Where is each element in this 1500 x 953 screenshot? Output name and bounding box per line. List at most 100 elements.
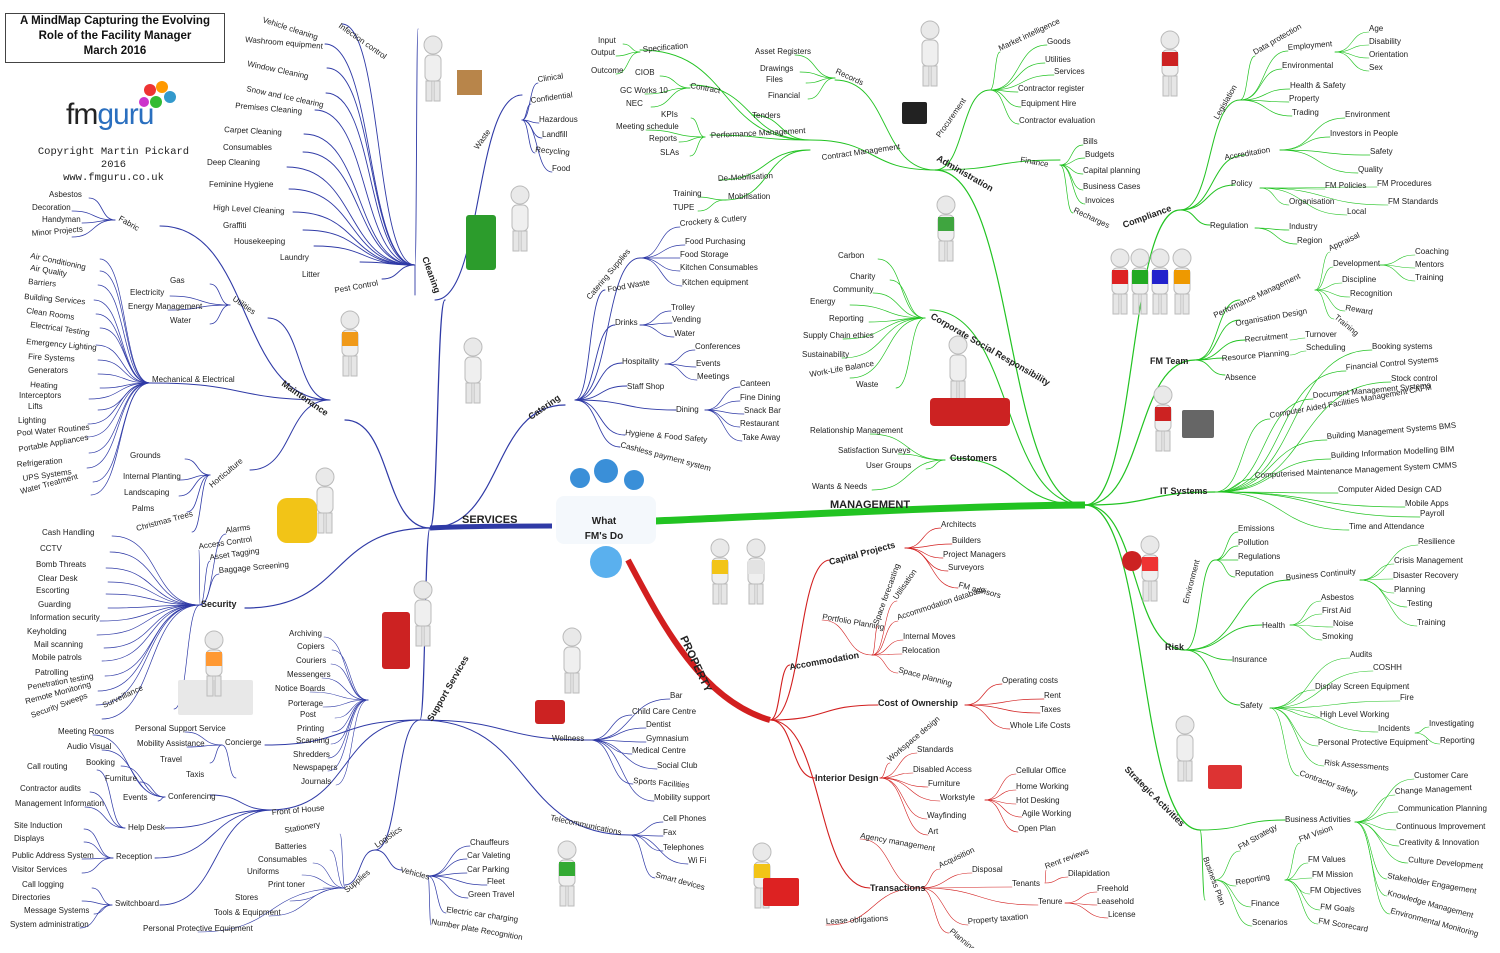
- connector-line: [340, 834, 345, 888]
- node-business-activities: Business Activities: [1285, 815, 1351, 824]
- node-gc-works-10: GC Works 10: [620, 86, 668, 95]
- node-contractor-safety: Contractor safety: [1298, 768, 1358, 797]
- connector-layer: [72, 24, 1440, 933]
- connector-line: [770, 705, 878, 720]
- connector-line: [873, 293, 925, 318]
- node-social-club: Social Club: [657, 761, 698, 770]
- first-aid-kit-icon: [535, 700, 565, 724]
- node-tenders: Tenders: [752, 111, 780, 120]
- doctor-illustration: [563, 628, 581, 693]
- node-fm-objectives: FM Objectives: [1310, 886, 1361, 895]
- node-car-valeting: Car Valeting: [467, 851, 510, 860]
- connector-line: [415, 29, 418, 265]
- node-canteen: Canteen: [740, 379, 770, 388]
- connector-line: [920, 887, 1012, 888]
- node-lifts: Lifts: [28, 402, 43, 411]
- node-tenants: Tenants: [1012, 879, 1040, 888]
- node-crockery-and-cutlery: Crockery & Cutlery: [679, 213, 747, 228]
- node-reception: Reception: [116, 852, 152, 861]
- node-reporting: Reporting: [1440, 736, 1475, 745]
- node-what: What: [592, 516, 617, 527]
- node-specification: Specification: [642, 41, 688, 54]
- node-tupe: TUPE: [673, 203, 694, 212]
- node-information-security: Information security: [30, 613, 100, 622]
- node-leasehold: Leasehold: [1097, 897, 1134, 906]
- connector-line: [705, 401, 740, 410]
- connector-line: [1215, 851, 1240, 880]
- connector-line: [905, 548, 948, 571]
- title-line-3: March 2016: [6, 44, 224, 59]
- node-input: Input: [598, 36, 617, 45]
- connector-line: [1085, 360, 1195, 505]
- node-building-services: Building Services: [24, 292, 86, 306]
- connector-line: [89, 198, 115, 220]
- recycle-bin-icon: [466, 215, 496, 270]
- csr-person-illustration: [937, 196, 955, 261]
- node-bar: Bar: [670, 691, 683, 700]
- node-testing: Testing: [1407, 599, 1432, 608]
- node-orientation: Orientation: [1369, 50, 1408, 59]
- connector-line: [199, 550, 200, 605]
- node-resilience: Resilience: [1418, 537, 1455, 546]
- title-box: A MindMap Capturing the Evolving Role of…: [5, 13, 225, 63]
- connector-line: [1185, 625, 1262, 650]
- connector-line: [640, 258, 680, 271]
- connector-line: [90, 792, 125, 828]
- connector-line: [82, 901, 112, 905]
- node-baggage-screening: Baggage Screening: [218, 560, 289, 575]
- connector-line: [1285, 843, 1300, 880]
- node-contract-management: Contract Management: [821, 142, 901, 162]
- node-satisfaction-surveys: Satisfaction Surveys: [838, 446, 910, 455]
- node-reporting: Reporting: [1235, 872, 1271, 887]
- logo-part-fm: fm: [66, 98, 97, 131]
- services-trunk: [430, 526, 552, 528]
- node-mobility-support: Mobility support: [654, 793, 711, 802]
- connector-line: [665, 364, 697, 380]
- node-resource-planning: Resource Planning: [1221, 348, 1289, 363]
- node-user-groups: User Groups: [866, 461, 911, 470]
- connector-line: [1215, 532, 1238, 560]
- node-electrical-testing: Electrical Testing: [30, 320, 91, 337]
- node-consumables: Consumables: [258, 855, 307, 864]
- book-icon: [1208, 765, 1242, 789]
- node-transactions: Transactions: [870, 883, 926, 893]
- handshake-person-illustration: [949, 336, 967, 401]
- node-rent-reviews: Rent reviews: [1044, 847, 1091, 871]
- node-turnover: Turnover: [1305, 330, 1337, 339]
- node-system-administration: System administration: [10, 920, 89, 929]
- node-dilapidation: Dilapidation: [1068, 869, 1110, 878]
- copyright-line-1: Copyright Martin Pickard 2016: [26, 146, 201, 172]
- node-change-management: Change Management: [1395, 783, 1473, 796]
- node-investigating: Investigating: [1429, 719, 1474, 728]
- admin-person-illustration: [921, 21, 939, 86]
- connector-line: [1085, 505, 1185, 650]
- node-surveillance: Surveillance: [101, 683, 145, 710]
- node-health-and-safety: Health & Safety: [1290, 81, 1346, 90]
- node-contractor-audits: Contractor audits: [20, 784, 81, 793]
- connector-line: [1280, 150, 1358, 173]
- connector-line: [985, 790, 1016, 800]
- strategy-person-illustration: [1176, 716, 1194, 781]
- node-personal-protective-equipment: Personal Protective Equipment: [1318, 738, 1429, 747]
- maintenance-illustration: [341, 311, 359, 376]
- connector-line: [1215, 492, 1420, 517]
- node-project-managers: Project Managers: [943, 550, 1006, 559]
- node-first-aid: First Aid: [1322, 606, 1351, 615]
- node-data-protection: Data protection: [1252, 22, 1303, 57]
- node-carpet-cleaning: Carpet Cleaning: [224, 125, 282, 137]
- node-snack-bar: Snack Bar: [744, 406, 781, 415]
- node-kitchen-equipment: Kitchen equipment: [682, 278, 749, 287]
- node-finance: Finance: [1251, 899, 1280, 908]
- node-discipline: Discipline: [1342, 275, 1377, 284]
- node-fm-scorecard: FM Scorecard: [1318, 916, 1369, 934]
- connector-line: [345, 420, 430, 528]
- node-contractor-evaluation: Contractor evaluation: [1019, 116, 1095, 125]
- connector-line: [326, 93, 415, 265]
- node-operating-costs: Operating costs: [1002, 676, 1058, 685]
- node-smoking: Smoking: [1322, 632, 1353, 641]
- node-organisation-design: Organisation Design: [1235, 307, 1308, 328]
- node-development: Development: [1333, 259, 1381, 268]
- node-relocation: Relocation: [902, 646, 940, 655]
- node-agile-working: Agile Working: [1022, 809, 1071, 818]
- node-culture-development: Culture Development: [1408, 855, 1484, 871]
